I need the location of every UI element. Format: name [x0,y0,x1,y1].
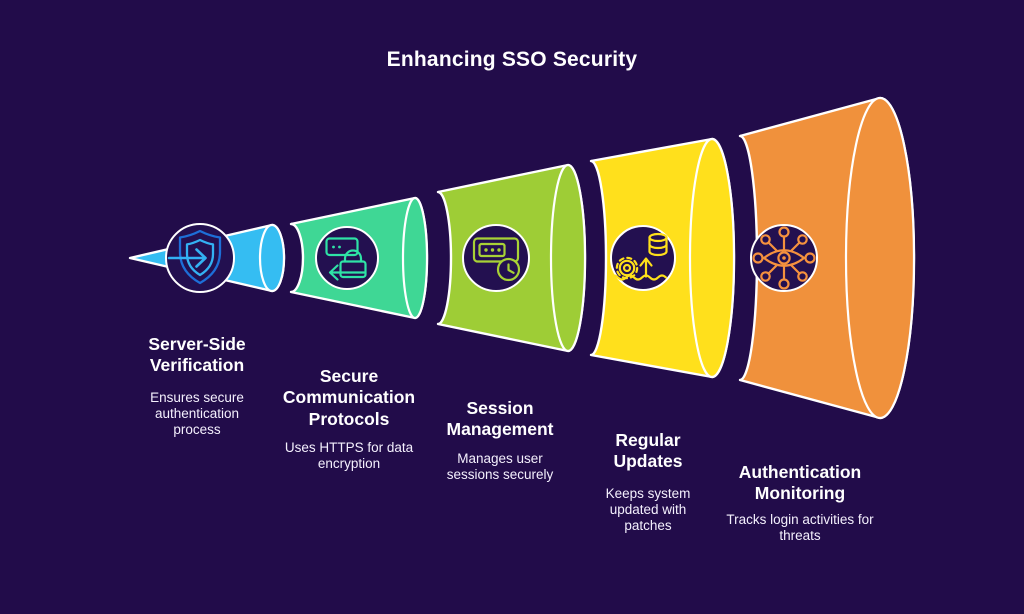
step-description-session-management: Manages user sessions securely [446,451,554,483]
step-description-regular-updates: Keeps system updated with patches [605,486,691,534]
network-eye-icon [752,226,816,290]
password-clock-icon [472,237,521,282]
lock-transfer-icon [325,237,367,281]
icon-badge-2 [315,226,379,290]
step-description-authentication-monitoring: Tracks login activities for threats [726,512,874,544]
step-title-authentication-monitoring: Authentication Monitoring [738,462,862,504]
funnel-segment-authentication-monitoring [738,96,916,420]
step-title-session-management: Session Management [446,398,554,440]
page-title: Enhancing SSO Security [386,48,638,71]
step-title-server-side-verification: Server-Side Verification [148,334,246,376]
gear-update-icon [608,232,668,281]
step-description-server-side-verification: Ensures secure authentication process [150,390,244,438]
step-title-regular-updates: Regular Updates [613,430,683,472]
shield-arrow-icon [167,229,222,285]
step-title-secure-communication-protocols: Secure Communication Protocols [282,366,416,429]
step-description-secure-communication-protocols: Uses HTTPS for data encryption [284,440,414,472]
